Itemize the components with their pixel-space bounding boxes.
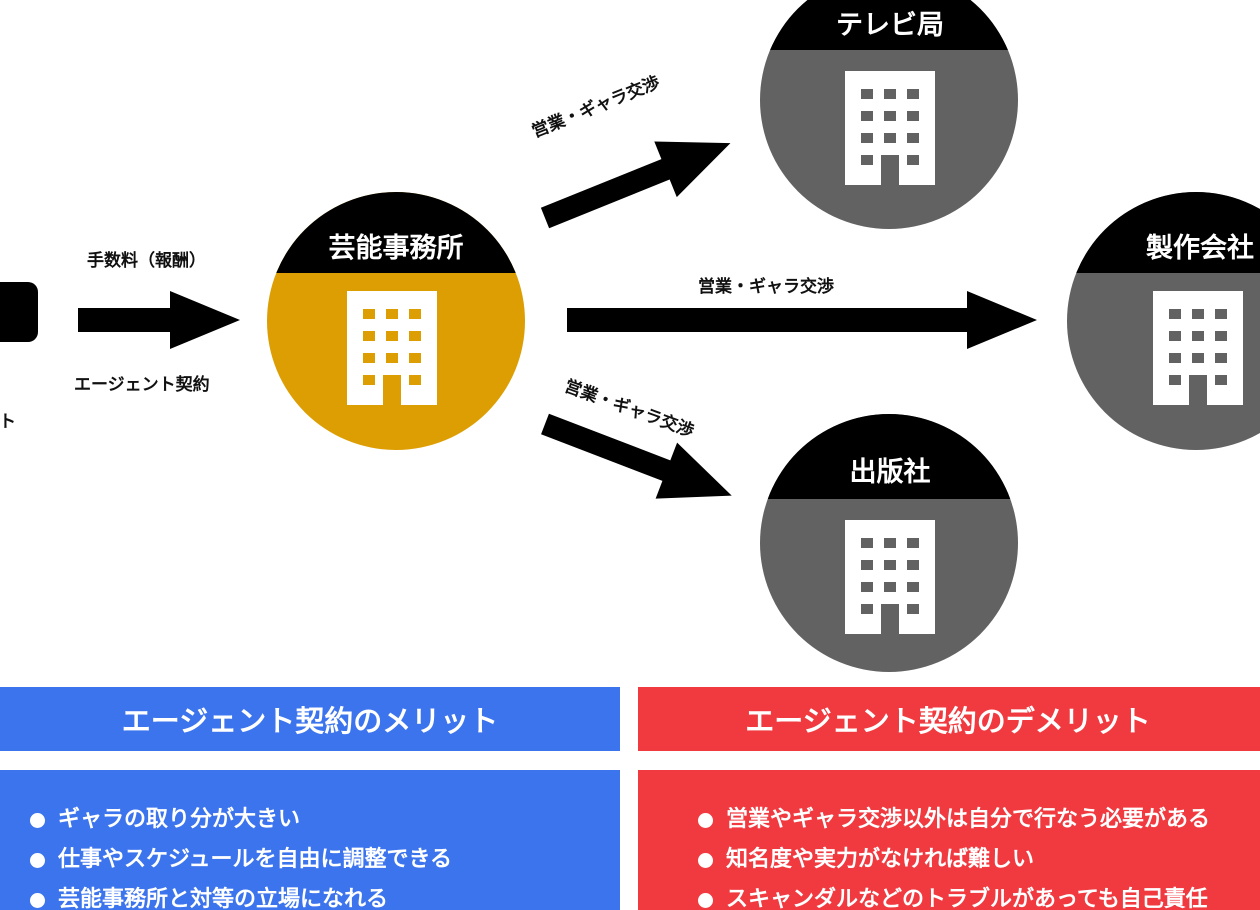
merit-panel: ギャラの取り分が大きい 仕事やスケジュールを自由に調整できる 芸能事務所と対等の… <box>0 770 620 910</box>
flow-diagram <box>0 0 1260 672</box>
list-item: スキャンダルなどのトラブルがあっても自己責任 <box>698 880 1210 910</box>
production-title: 製作会社 <box>1146 233 1254 264</box>
merit-list: ギャラの取り分が大きい 仕事やスケジュールを自由に調整できる 芸能事務所と対等の… <box>30 800 452 910</box>
building-icon <box>347 291 437 405</box>
demerit-panel: 営業やギャラ交渉以外は自分で行なう必要がある 知名度や実力がなければ難しい スキ… <box>638 770 1260 910</box>
bullet-icon <box>698 812 713 828</box>
bullet-icon <box>698 852 713 868</box>
merit-header: エージェント契約のメリット <box>0 687 620 751</box>
tv-node <box>760 0 1018 229</box>
bullet-icon <box>30 892 45 908</box>
list-item: ギャラの取り分が大きい <box>30 800 452 840</box>
tv-title: テレビ局 <box>836 10 944 41</box>
list-item: 仕事やスケジュールを自由に調整できる <box>30 840 452 880</box>
demerit-list: 営業やギャラ交渉以外は自分で行なう必要がある 知名度や実力がなければ難しい スキ… <box>698 800 1210 910</box>
arrow-agency-to-tv <box>540 141 731 229</box>
arrow-agency-to-production <box>567 291 1037 349</box>
list-item: 知名度や実力がなければ難しい <box>698 840 1210 880</box>
building-icon <box>845 71 935 185</box>
list-item: 営業やギャラ交渉以外は自分で行なう必要がある <box>698 800 1210 840</box>
building-icon <box>845 520 935 634</box>
edge-label-production: 営業・ギャラ交渉 <box>698 277 834 297</box>
contract-label: エージェント契約 <box>74 375 210 395</box>
arrow-talent-to-agency <box>78 291 240 349</box>
talent-node <box>0 282 38 342</box>
publisher-title: 出版社 <box>849 457 931 488</box>
list-item: 芸能事務所と対等の立場になれる <box>30 880 452 910</box>
bullet-icon <box>698 892 713 908</box>
talent-label-fragment: ント <box>0 412 16 432</box>
bullet-icon <box>30 812 45 828</box>
arrow-agency-to-publisher <box>541 413 732 499</box>
fee-label: 手数料（報酬） <box>87 251 206 271</box>
demerit-header: エージェント契約のデメリット <box>638 687 1260 751</box>
building-icon <box>1153 291 1243 405</box>
bullet-icon <box>30 852 45 868</box>
agency-title: 芸能事務所 <box>328 233 464 264</box>
